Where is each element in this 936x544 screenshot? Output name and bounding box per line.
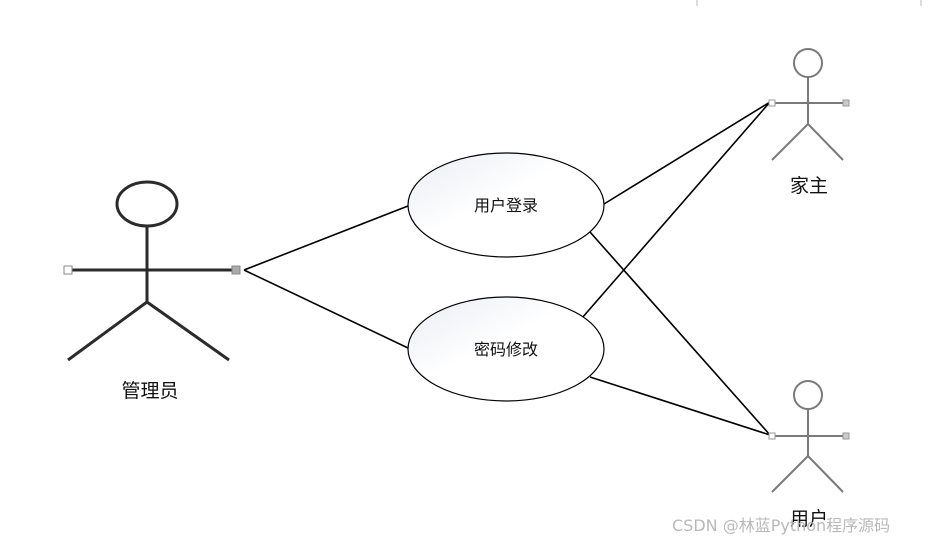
use-case-change-password-shape xyxy=(407,296,605,402)
actor-homeowner-left-leg xyxy=(771,123,809,161)
actor-admin-left-leg xyxy=(67,300,148,362)
assoc-admin-login xyxy=(243,205,409,271)
actor-user-label: 用户 xyxy=(790,508,828,530)
actor-admin-head xyxy=(115,180,179,228)
actor-admin-right-handle[interactable] xyxy=(231,265,241,275)
actor-admin[interactable] xyxy=(63,180,241,362)
actor-homeowner-head xyxy=(793,48,823,78)
actor-user-right-leg xyxy=(807,455,844,493)
use-case-change-password-label: 密码修改 xyxy=(474,340,538,359)
actor-homeowner-left-handle[interactable] xyxy=(768,99,776,107)
actor-user-left-leg xyxy=(771,455,809,493)
assoc-admin-change-password xyxy=(243,269,409,349)
actor-homeowner[interactable] xyxy=(768,48,850,161)
use-case-change-password[interactable]: 密码修改 xyxy=(407,296,605,402)
actor-user[interactable] xyxy=(768,380,850,493)
assoc-change-password-homeowner xyxy=(581,101,771,319)
use-case-login-shape xyxy=(407,152,605,258)
association-lines xyxy=(243,101,771,436)
actor-admin-left-handle[interactable] xyxy=(63,265,73,275)
assoc-change-password-user xyxy=(589,376,771,436)
actor-homeowner-right-leg xyxy=(807,123,844,161)
assoc-login-homeowner xyxy=(603,101,771,205)
watermark: CSDN @林蓝Python程序源码 xyxy=(672,516,891,535)
actor-user-right-handle[interactable] xyxy=(842,432,850,440)
assoc-login-user xyxy=(589,231,771,436)
actor-user-left-handle[interactable] xyxy=(768,432,776,440)
actor-admin-right-leg xyxy=(146,300,230,362)
use-case-login-label: 用户登录 xyxy=(474,196,538,215)
actor-admin-label: 管理员 xyxy=(121,380,178,402)
actor-homeowner-right-handle[interactable] xyxy=(842,99,850,107)
actor-user-head xyxy=(793,380,823,410)
actor-homeowner-label: 家主 xyxy=(790,175,828,197)
use-case-login[interactable]: 用户登录 xyxy=(407,152,605,258)
